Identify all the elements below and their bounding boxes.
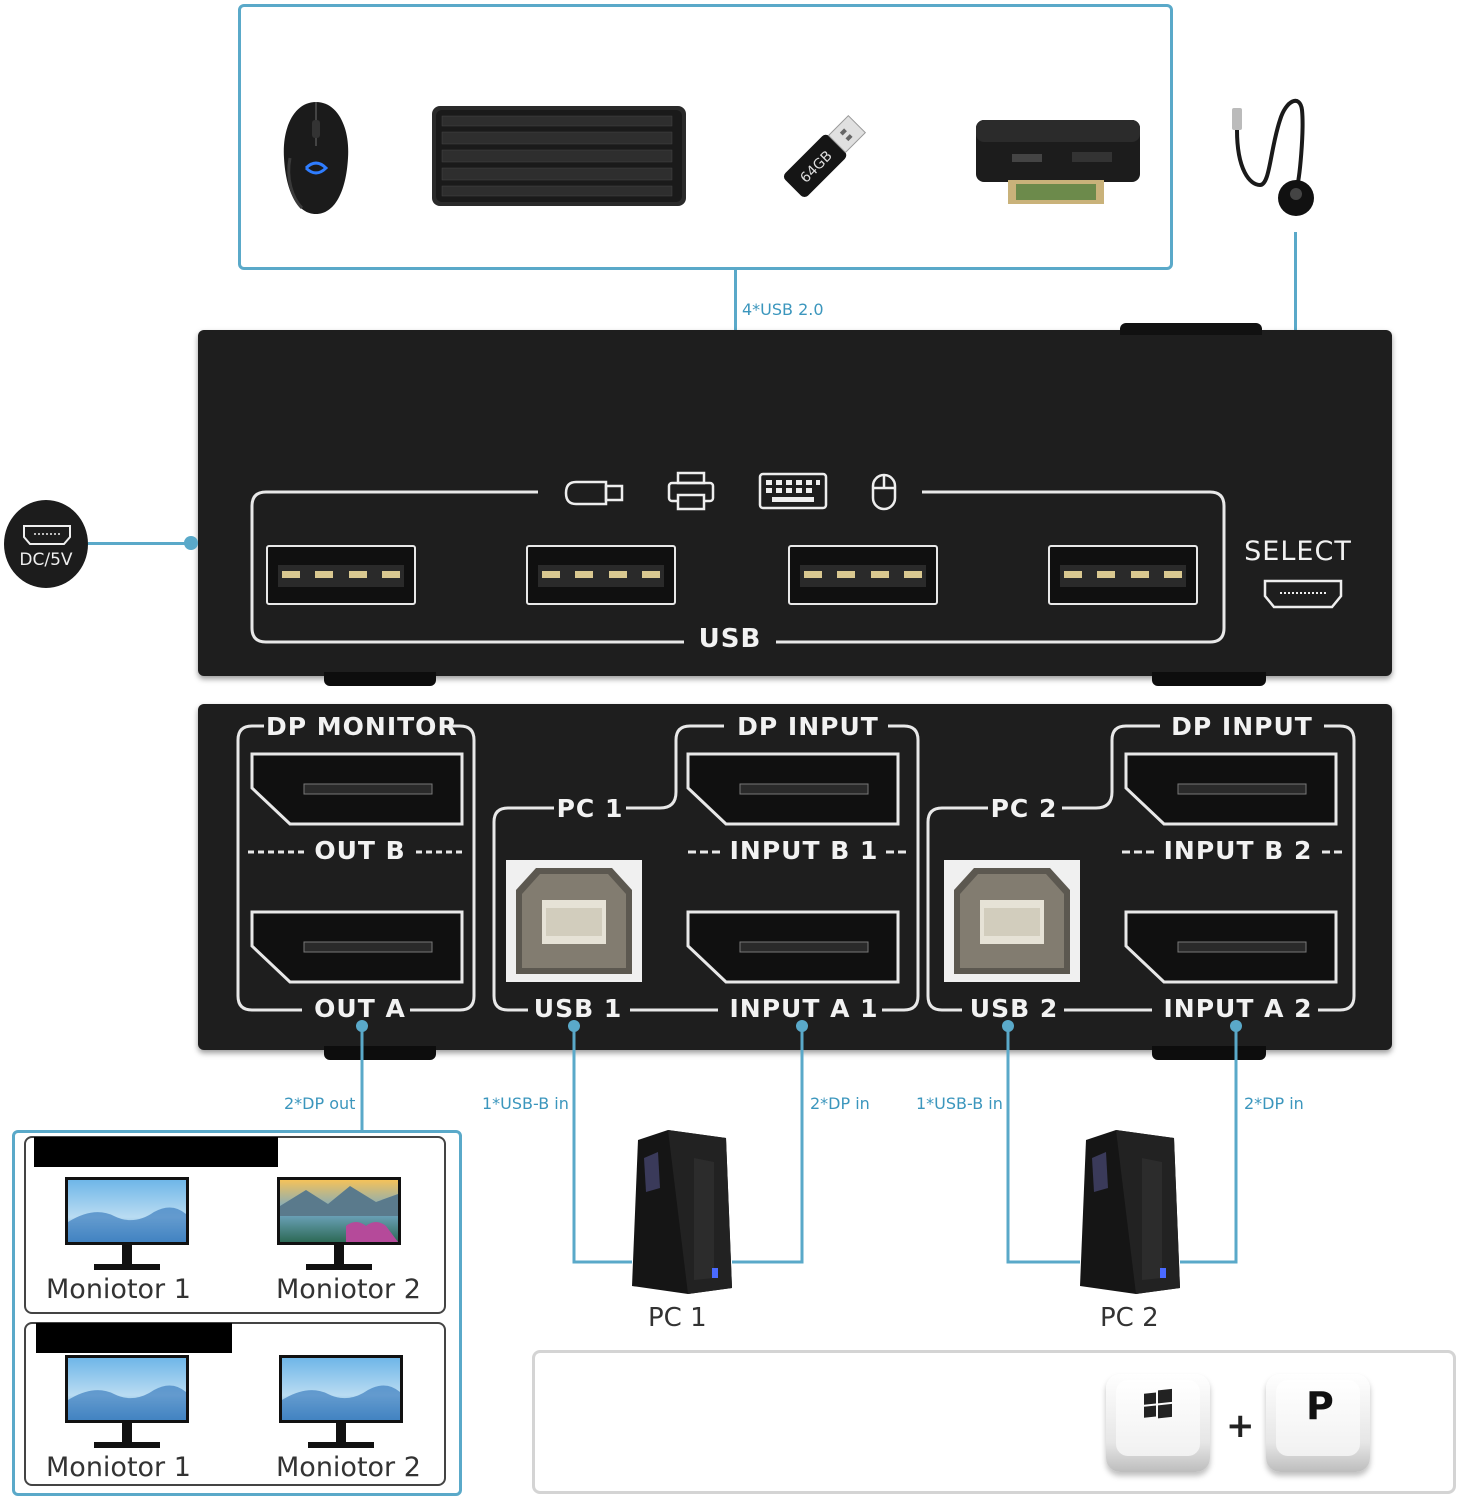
pc-tower-icon [632, 1130, 732, 1294]
usb2-connection-label: 4*USB 2.0 [742, 300, 824, 319]
connection-lines [356, 1020, 1242, 1264]
pc1-label: PC 1 [648, 1303, 707, 1333]
plus-sign: + [1226, 1406, 1255, 1446]
monitor-group-2 [24, 1322, 446, 1486]
out-b-label: OUT B [314, 836, 406, 865]
select-port-icon[interactable] [1262, 578, 1344, 610]
monitor-icon [279, 1355, 403, 1448]
usb-stick-icon: 64GB [783, 114, 867, 198]
printer-icon [976, 120, 1140, 204]
dp-in-2-label: 2*DP in [1244, 1094, 1304, 1113]
dp-in-1-label: 2*DP in [810, 1094, 870, 1113]
switch-top-edge [1120, 323, 1262, 335]
monitor-icon [65, 1355, 189, 1448]
monitor-label: Moniotor 1 [46, 1452, 191, 1483]
usb-b-port-2[interactable] [944, 860, 1080, 982]
usbb-in-1-label: 1*USB-B in [482, 1094, 569, 1113]
power-connector-line [88, 542, 192, 545]
monitor-label: Moniotor 2 [276, 1452, 421, 1483]
monitor-label: Moniotor 2 [276, 1274, 421, 1305]
usb-label: USB [698, 624, 762, 654]
power-port-icon [23, 525, 71, 545]
input-a1-label: INPUT A 1 [729, 994, 879, 1023]
usb2-label: USB 2 [969, 994, 1059, 1023]
dp-monitor-label: DP MONITOR [266, 712, 458, 741]
hotkey-frame [532, 1350, 1456, 1494]
dp-input-a1-port[interactable] [686, 910, 900, 984]
redacted-bar-1 [34, 1137, 278, 1167]
input-b1-label: INPUT B 1 [729, 836, 879, 865]
keyboard-icon [432, 106, 686, 206]
pc2-label: PC 2 [1100, 1303, 1159, 1333]
dp-input-a2-port[interactable] [1124, 910, 1338, 984]
power-label: DC/5V [19, 550, 73, 570]
monitor-icon [65, 1177, 189, 1270]
monitor-label: Moniotor 1 [46, 1274, 191, 1305]
usb-a-port-3[interactable] [788, 545, 938, 605]
windows-logo-icon [1144, 1388, 1172, 1419]
usb-b-port-1[interactable] [506, 860, 642, 982]
switch-front-panel [198, 330, 1392, 676]
usb-a-port-2[interactable] [526, 545, 676, 605]
pc1-group-label: PC 1 [556, 794, 624, 823]
mouse-port-icon [871, 473, 897, 511]
select-label: SELECT [1244, 536, 1352, 567]
pc2-group-label: PC 2 [990, 794, 1058, 823]
usb1-label: USB 1 [533, 994, 623, 1023]
mouse-icon [283, 102, 349, 214]
usb-drive-icon [564, 480, 624, 506]
printer-port-icon [667, 471, 715, 511]
rear-outlines [236, 724, 1356, 1012]
out-a-label: OUT A [314, 994, 406, 1023]
monitors-frame [12, 1130, 462, 1496]
peripherals-frame [238, 4, 1173, 270]
power-connector-dot [184, 536, 198, 550]
p-key-label: P [1306, 1384, 1334, 1428]
usb-group-outline [250, 490, 1226, 644]
foot-left [324, 672, 436, 686]
input-a2-label: INPUT A 2 [1163, 994, 1313, 1023]
keyboard-port-icon [758, 472, 828, 510]
usb-a-port-4[interactable] [1048, 545, 1198, 605]
p-key: P [1266, 1374, 1370, 1472]
redacted-bar-2 [36, 1323, 232, 1353]
usbb-in-2-label: 1*USB-B in [916, 1094, 1003, 1113]
dp-out-b-port[interactable] [250, 752, 464, 826]
dp-input-b2-port[interactable] [1124, 752, 1338, 826]
windows-key [1106, 1374, 1210, 1472]
foot-right [1152, 672, 1266, 686]
dp-out-label: 2*DP out [284, 1094, 356, 1113]
dp-input-2-label: DP INPUT [1171, 712, 1313, 741]
pc-tower-icon [1080, 1130, 1180, 1294]
dp-input-1-label: DP INPUT [737, 712, 879, 741]
wired-select-button-icon [1232, 98, 1314, 216]
dp-input-b1-port[interactable] [686, 752, 900, 826]
usb-a-port-1[interactable] [266, 545, 416, 605]
monitor-icon [277, 1177, 401, 1270]
foot-left-rear [324, 1046, 436, 1060]
dp-out-a-port[interactable] [250, 910, 464, 984]
input-b2-label: INPUT B 2 [1163, 836, 1313, 865]
